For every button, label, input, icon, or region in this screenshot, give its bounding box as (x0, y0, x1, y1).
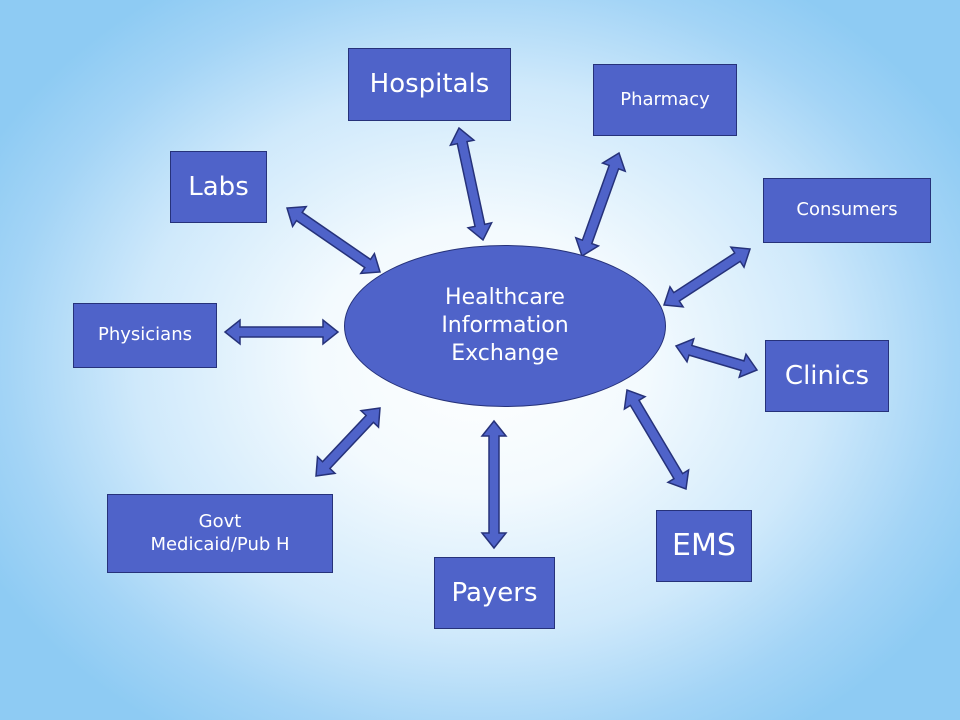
node-consumers-label: Consumers (796, 199, 898, 221)
node-clinics: Clinics (765, 340, 889, 412)
hub-label-line-3: Exchange (451, 341, 559, 367)
arrow-hub-hospitals (449, 126, 493, 242)
arrow-hub-pharmacy (574, 151, 627, 258)
arrow-hub-ems (623, 388, 690, 491)
hub-label-line-2: Information (441, 312, 569, 338)
node-ems-label: EMS (672, 528, 736, 564)
node-physicians-label: Physicians (97, 324, 192, 346)
hub-healthcare-information-exchange: Healthcare Information Exchange (344, 245, 666, 407)
node-hospitals-label: Hospitals (369, 69, 490, 100)
node-pharmacy: Pharmacy (593, 64, 737, 136)
arrow-hub-labs (286, 205, 381, 275)
node-physicians: Physicians (73, 303, 217, 368)
node-payers-label: Payers (451, 577, 538, 608)
node-pharmacy-label: Pharmacy (620, 88, 710, 110)
hub-label-line-1: Healthcare (445, 284, 565, 310)
node-govt-label-line-1: Govt (198, 511, 242, 532)
node-payers: Payers (434, 557, 555, 629)
arrow-hub-govt (315, 407, 381, 477)
node-ems: EMS (656, 510, 752, 582)
arrow-hub-clinics (674, 337, 759, 379)
node-clinics-label: Clinics (784, 360, 870, 391)
node-consumers: Consumers (763, 178, 931, 243)
arrow-hub-payers (480, 419, 508, 550)
node-govt-medicaid: Govt Medicaid/Pub H (107, 494, 333, 573)
arrow-hub-physicians (223, 318, 340, 346)
arrow-hub-consumers (662, 246, 752, 308)
node-labs-label: Labs (188, 171, 249, 202)
node-govt-label-line-2: Medicaid/Pub H (150, 533, 290, 555)
node-hospitals: Hospitals (348, 48, 511, 121)
node-labs: Labs (170, 151, 267, 223)
